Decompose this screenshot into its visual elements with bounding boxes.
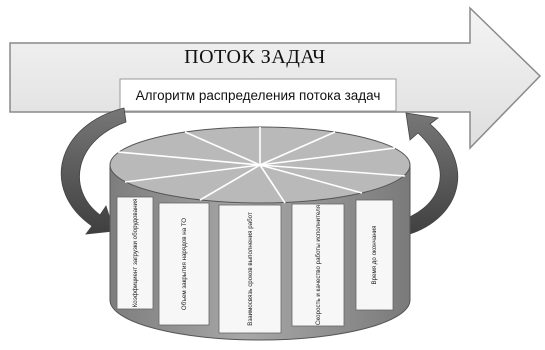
flow-title: ПОТОК ЗАДАЧ	[184, 46, 326, 68]
left-curved-arrow	[60, 107, 127, 235]
right-curved-arrow	[395, 112, 459, 238]
criterion-panel-1: Коэффициент загрузки оборудования	[116, 196, 154, 310]
left-curved-arrow-body	[60, 107, 127, 235]
right-curved-arrow-body	[395, 112, 459, 238]
criterion-panel-5: Время до окончания	[355, 199, 394, 311]
flow-arrow-shape	[9, 6, 542, 150]
criterion-panel-4: Скорость и качество работы исполнителя	[291, 203, 345, 327]
criteria-cylinder: Коэффициент загрузки оборудования Объем …	[109, 126, 411, 341]
criterion-panel-5-frame	[355, 199, 394, 311]
criterion-panel-2: Объем закрытия нарядов на ТО	[158, 202, 210, 326]
criterion-panel-4-frame	[291, 203, 345, 327]
criterion-label-4: Скорость и качество работы исполнителя	[315, 205, 322, 325]
cylinder-top-sectors	[117, 127, 406, 204]
algorithm-box: Алгоритм распределения потока задач	[119, 78, 397, 112]
criterion-panel-3: Взаимосвязь сроков выполнения работ	[218, 204, 282, 334]
criterion-label-5: Время до окончания	[371, 225, 378, 284]
criterion-panel-1-frame	[116, 196, 154, 310]
task-flow-arrow: ПОТОК ЗАДАЧ	[9, 6, 542, 150]
criterion-panel-2-frame	[158, 202, 210, 326]
criterion-panel-3-frame	[218, 204, 282, 334]
algorithm-label: Алгоритм распределения потока задач	[136, 88, 381, 103]
criterion-label-1: Коэффициент загрузки оборудования	[132, 199, 139, 308]
algorithm-box-frame	[119, 78, 397, 112]
criterion-label-3: Взаимосвязь сроков выполнения работ	[247, 212, 254, 326]
criterion-label-2: Объем закрытия нарядов на ТО	[181, 218, 188, 310]
